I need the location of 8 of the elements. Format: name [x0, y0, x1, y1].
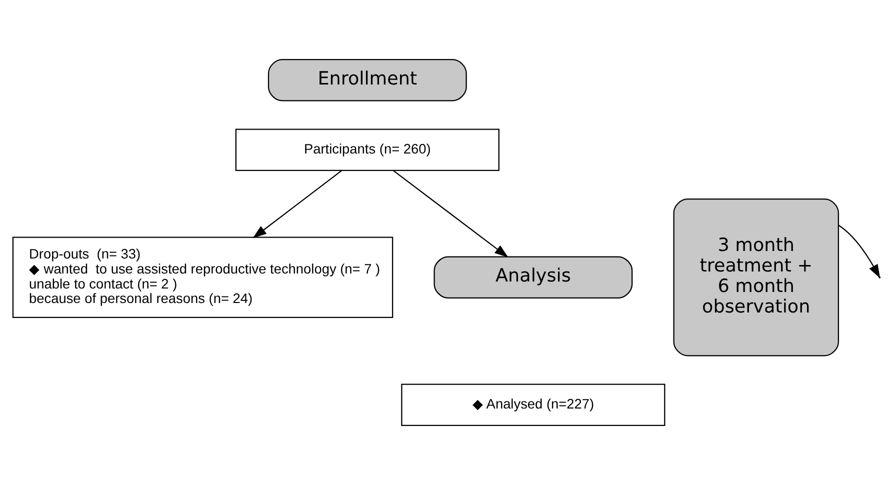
node-box: Analysis	[434, 256, 633, 298]
arrow	[392, 170, 508, 257]
node-box: ◆ Analysed (n=227)	[401, 383, 666, 426]
node-box: Enrollment	[268, 58, 467, 101]
node-box: Participants (n= 260)	[235, 128, 500, 171]
arrow	[252, 170, 342, 238]
node-box: 3 month treatment + 6 month observation	[673, 198, 840, 356]
node-box: Drop-outs (n= 33) ◆ wanted to use assisted reproductive technology (n= 7 ) unable to contact (n= 2 ) because of personal reasons (n= 24)	[12, 236, 394, 318]
